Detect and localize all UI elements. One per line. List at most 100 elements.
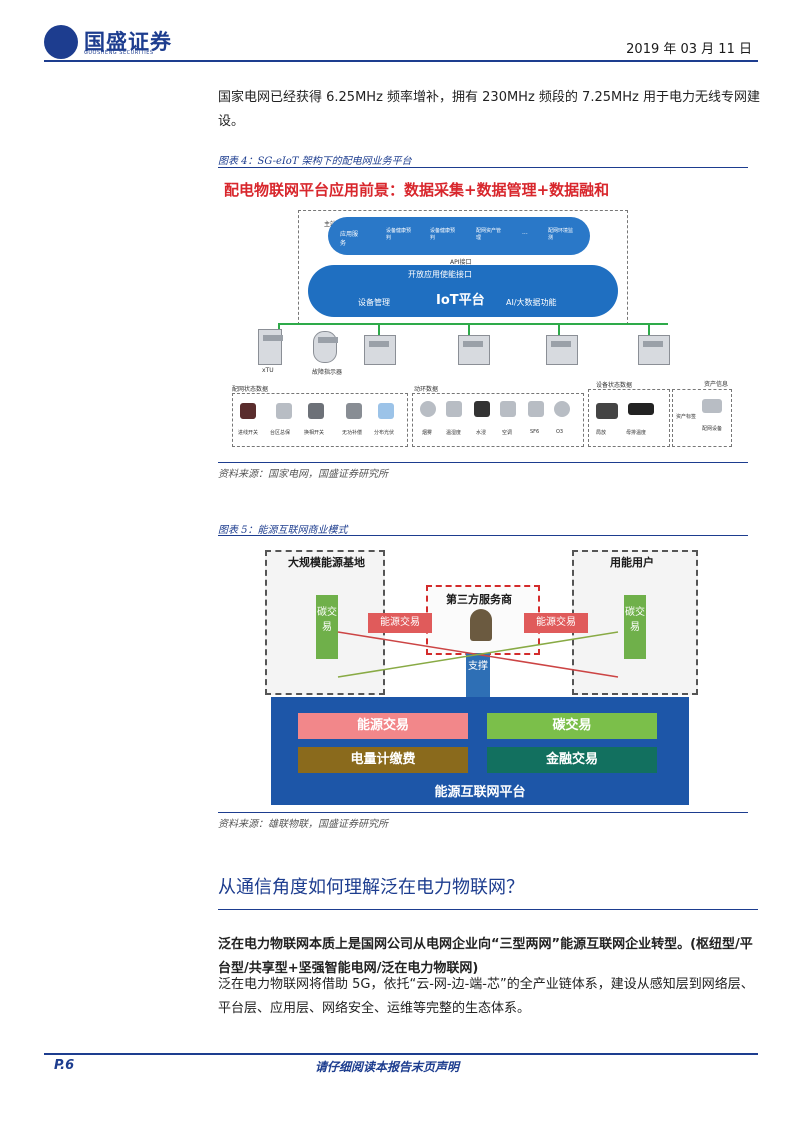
support-arrow: 支撑 [466,653,490,697]
dist-item: 台区总保 [270,430,291,436]
dist-item: 进线开关 [238,430,259,436]
app-item-1: 应用服务 [340,231,359,247]
platform-cell-billing: 电量计缴费 [298,747,468,773]
energy-base-label: 大规模能源基地 [288,556,365,569]
env-item: 空调 [502,430,513,436]
network-line [278,323,668,325]
humidity-sensor-icon [446,401,462,417]
dist-data-box [232,393,408,447]
master-station-label: 主站 [324,221,337,228]
figure5-caption-line [218,535,748,536]
network-link [558,323,560,339]
body-bold-paragraph: 泛在电力物联网本质上是国网公司从电网企业向“三型两网”能源互联网企业转型。(枢纽… [218,937,753,976]
fault-indicator-icon [313,331,338,363]
section-title: 从通信角度如何理解泛在电力物联网？ [218,877,524,898]
platform-label: 能源互联网平台 [434,785,526,800]
terminal-device-icon [546,335,578,365]
iot-cloud [308,265,618,317]
dist-item: 无功补偿 [342,430,363,436]
busbar-sensor-icon [628,403,654,415]
end-users-label: 用能用户 [610,556,654,569]
body-paragraph: 泛在电力物联网将借助 5G，依托“云-网-边-端-芯”的全产业链体系，建设从感知… [218,977,754,1016]
open-app-label: 开放应用使能接口 [408,270,472,279]
figure4-caption-line [218,167,748,168]
sf6-sensor-icon [528,401,544,417]
figure5-source: 资料来源：雄联物联，国盛证券研究所 [218,819,388,830]
fault-indicator-label: 故障指示器 [312,369,343,376]
network-link [468,323,470,339]
intro-paragraph: 国家电网已经获得 6.25MHz 频率增补，拥有 230MHz 频段的 7.25… [218,90,760,129]
terminal-device-icon [364,335,396,365]
asset-tag-icon [702,399,722,413]
device-item: 母排温度 [626,430,647,436]
env-item: 水浸 [476,430,487,436]
sensor-icon [378,403,394,419]
app-item-4: 配网资产管理 [476,228,502,241]
app-item-6: 配网环境监测 [548,228,574,241]
company-logo-text: 国盛证券 [84,30,172,54]
dist-item: 分布光伏 [374,430,395,436]
env-item: O3 [556,429,564,435]
platform-cell-energy: 能源交易 [298,713,468,739]
app-item-5: ... [522,229,528,236]
terminal-device-icon [638,335,670,365]
asset-item: 配网设备 [702,426,723,432]
footer-disclaimer: 请仔细阅读本报告末页声明 [315,1060,460,1074]
env-data-box [412,393,584,447]
asset-item: 资产标签 [676,414,697,420]
app-item-2: 设备健康预判 [386,228,412,241]
energy-trade-arrow-right: 能源交易 [524,613,588,633]
pd-sensor-icon [596,403,618,419]
smoke-sensor-icon [420,401,436,417]
header-divider [44,60,758,62]
carbon-trade-arrow-left: 碳交易 [316,595,338,659]
company-logo-icon [44,25,78,59]
device-item: 局放 [596,430,607,436]
sensor-icon [276,403,292,419]
sensor-icon [308,403,324,419]
group-label-env: 动环数据 [414,386,439,393]
energy-trade-arrow-left: 能源交易 [368,613,432,633]
figure5-bottom-line [218,812,748,813]
app-item-3: 设备健康预判 [430,228,456,241]
platform-cell-carbon: 碳交易 [487,713,657,739]
figure5-caption: 图表 5：能源互联网商业模式 [218,525,348,536]
report-date: 2019 年 03 月 11 日 [626,42,752,57]
person-icon [470,609,492,641]
group-label-asset: 资产信息 [704,381,729,388]
section-divider [218,909,758,910]
terminal-device-icon [458,335,490,365]
device-mgmt-label: 设备管理 [358,298,390,307]
figure4-bottom-line [218,462,748,463]
env-item: SF6 [530,429,540,435]
ac-icon [500,401,516,417]
o3-sensor-icon [554,401,570,417]
third-party-label: 第三方服务商 [446,593,512,606]
water-sensor-icon [474,401,490,417]
carbon-trade-arrow-right: 碳交易 [624,595,646,659]
group-label-dist: 配网状态数据 [232,386,269,393]
network-link [378,323,380,339]
company-logo-en: GUOSHENG SECURITIES [84,50,154,56]
iot-platform-label: IoT平台 [436,293,485,308]
asset-data-box [672,389,732,447]
figure4-caption: 图表 4：SG-eIoT 架构下的配电网业务平台 [218,156,412,167]
api-label: API接口 [450,259,472,266]
platform-cell-finance: 金融交易 [487,747,657,773]
figure5-diagram: 大规模能源基地 用能用户 第三方服务商 能源交易 能源交易 碳交易 碳交易 支撑… [218,537,748,807]
xtu-device-icon [258,329,283,365]
sensor-icon [346,403,362,419]
device-data-box [588,389,670,447]
group-label-device: 设备状态数据 [596,382,633,389]
env-item: 烟雾 [422,430,433,436]
dist-item: 换相开关 [304,430,325,436]
cross-lines [337,631,619,678]
figure4-title: 配电物联网平台应用前景：数据采集+数据管理+数据融和 [224,181,610,199]
env-item: 温湿度 [446,430,462,436]
app-cloud [328,217,590,255]
xtu-label: xTU [262,367,274,374]
network-link [648,323,650,339]
figure4-source: 资料来源：国家电网，国盛证券研究所 [218,469,388,480]
energy-internet-platform: 能源交易 碳交易 电量计缴费 金融交易 能源互联网平台 [271,697,689,805]
footer-divider [44,1053,758,1055]
